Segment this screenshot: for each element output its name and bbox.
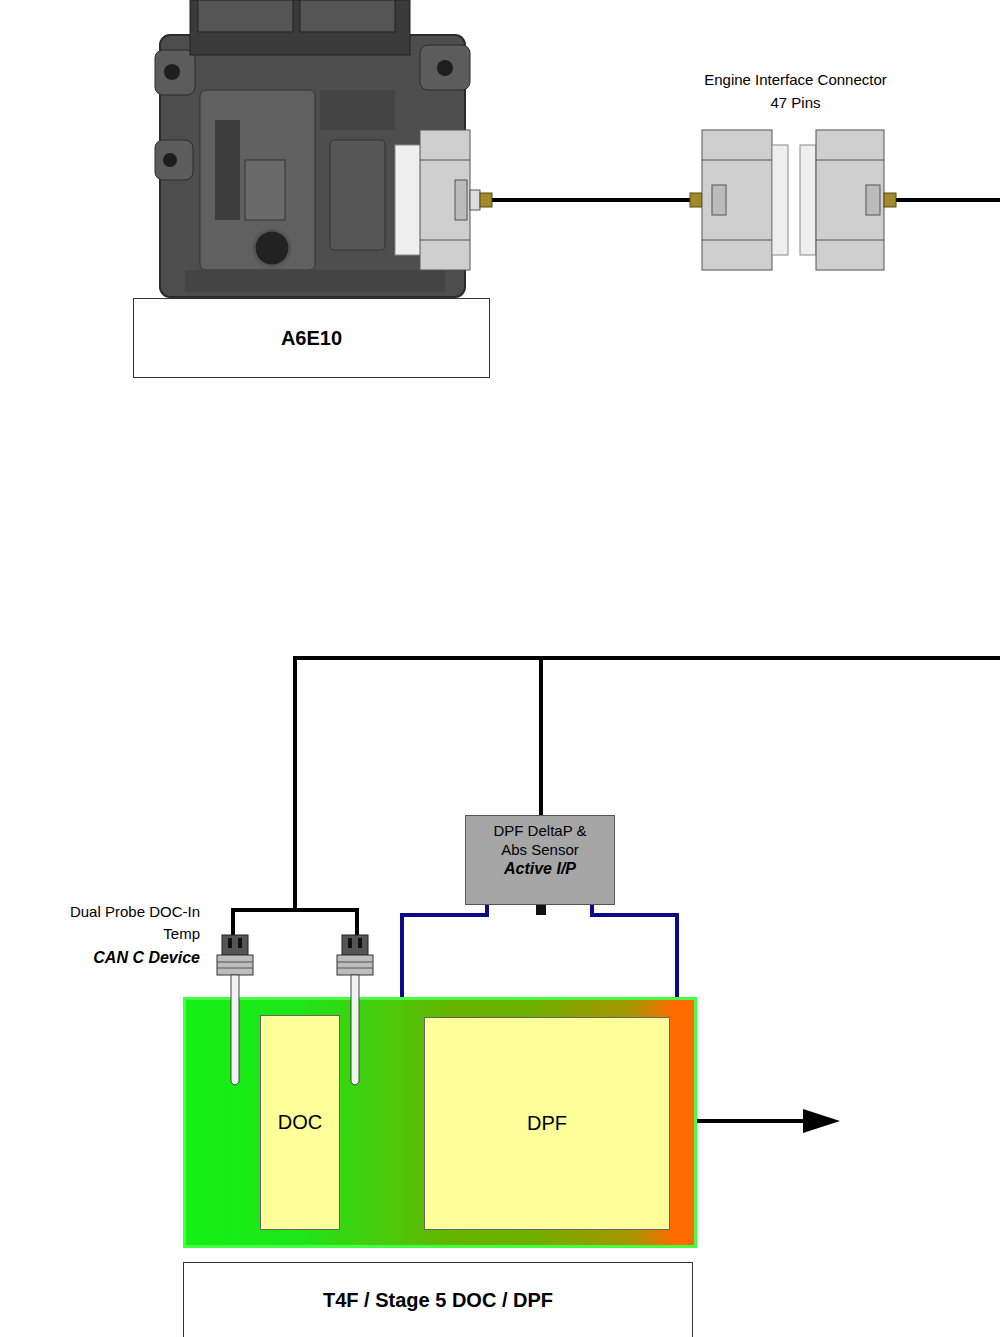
pressure-line xyxy=(592,905,677,997)
label-text: Engine Interface Connector 47 Pins xyxy=(698,68,893,114)
node-text: DPF DeltaP & Abs Sensor xyxy=(484,821,596,859)
label-text: Dual Probe DOC-In Temp xyxy=(55,901,200,945)
harness-wire xyxy=(233,656,1000,936)
ecu-illustration xyxy=(155,0,470,297)
node-text: A6E10 xyxy=(281,327,342,350)
ecu-connector xyxy=(395,130,492,270)
node-text: DPF xyxy=(527,1112,567,1135)
aftertreatment-box: T4F / Stage 5 DOC / DPFDOCDPF xyxy=(183,997,697,1248)
node-text: DOC xyxy=(278,1111,322,1134)
node-text: Active I/P xyxy=(504,859,576,879)
harness-wire xyxy=(896,198,1000,202)
inline-connector xyxy=(690,130,896,270)
label-text: CAN C Device xyxy=(55,947,200,969)
label-box: A6E10 xyxy=(133,298,490,378)
dpf-box: DPF xyxy=(424,1017,670,1230)
temp-probe xyxy=(337,935,373,1085)
exhaust-arrow xyxy=(697,1109,840,1133)
temp-probe xyxy=(217,935,253,1085)
harness-wire xyxy=(492,198,690,202)
doc-box: DOC xyxy=(260,1015,340,1230)
sensor-box: DPF DeltaP & Abs SensorActive I/P xyxy=(465,815,615,905)
sensor-port xyxy=(536,905,546,915)
pressure-line xyxy=(402,905,487,997)
node-text: T4F / Stage 5 DOC / DPF xyxy=(183,1262,693,1337)
